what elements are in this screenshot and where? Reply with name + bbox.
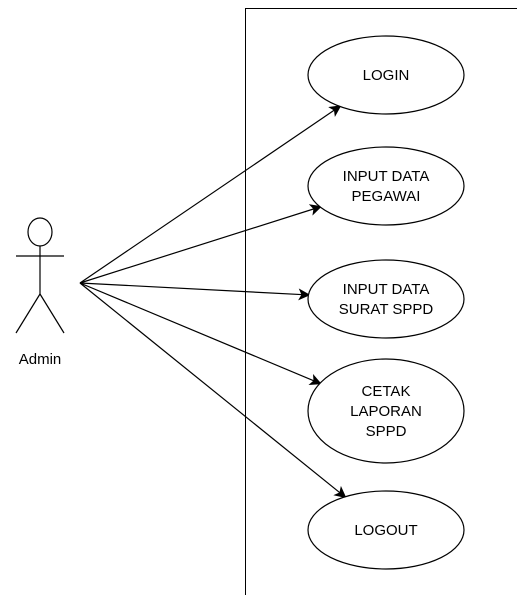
association-arrow-login: [79, 105, 342, 284]
use-case-ellipse: [307, 490, 465, 570]
actor-admin: Admin: [15, 217, 65, 368]
use-case-label-line: INPUT DATA: [343, 281, 430, 298]
use-case-ellipse: [307, 358, 465, 464]
use-case-ellipse: [307, 35, 465, 115]
system-boundary: [245, 8, 517, 595]
actor-head: [27, 217, 53, 247]
actor-right-leg: [39, 293, 65, 334]
use-case-ellipse: [307, 146, 465, 226]
use-case-label-line: LOGOUT: [354, 522, 417, 539]
actor-left-leg: [15, 293, 41, 334]
association-arrow-logout: [79, 282, 347, 499]
use-case-input-data-pegawai: INPUT DATA PEGAWAI: [307, 146, 465, 226]
association-arrow-input-data-pegawai: [79, 204, 323, 284]
use-case-label-line: SPPD: [366, 423, 407, 440]
use-case-label-line: INPUT DATA: [343, 168, 430, 185]
use-case-label-line: LAPORAN: [350, 403, 422, 420]
use-case-label-line: SURAT SPPD: [339, 301, 434, 318]
use-case-label-line: CETAK: [362, 383, 411, 400]
actor-label: Admin: [19, 351, 62, 368]
associations: [79, 105, 347, 499]
use-cases: LOGIN INPUT DATA PEGAWAI INPUT DATA SURAT SP…: [307, 35, 465, 570]
use-case-ellipse: [307, 259, 465, 339]
use-case-login: LOGIN: [307, 35, 465, 115]
use-case-cetak-laporan-sppd: CETAK LAPORAN SPPD: [307, 358, 465, 464]
use-case-label-line: LOGIN: [363, 67, 410, 84]
use-case-logout: LOGOUT: [307, 490, 465, 570]
use-case-label-line: PEGAWAI: [352, 188, 421, 205]
use-case-input-data-surat-sppd: INPUT DATA SURAT SPPD: [307, 259, 465, 339]
association-arrow-input-data-surat-sppd: [79, 282, 311, 301]
association-arrow-cetak-laporan-sppd: [79, 282, 322, 386]
